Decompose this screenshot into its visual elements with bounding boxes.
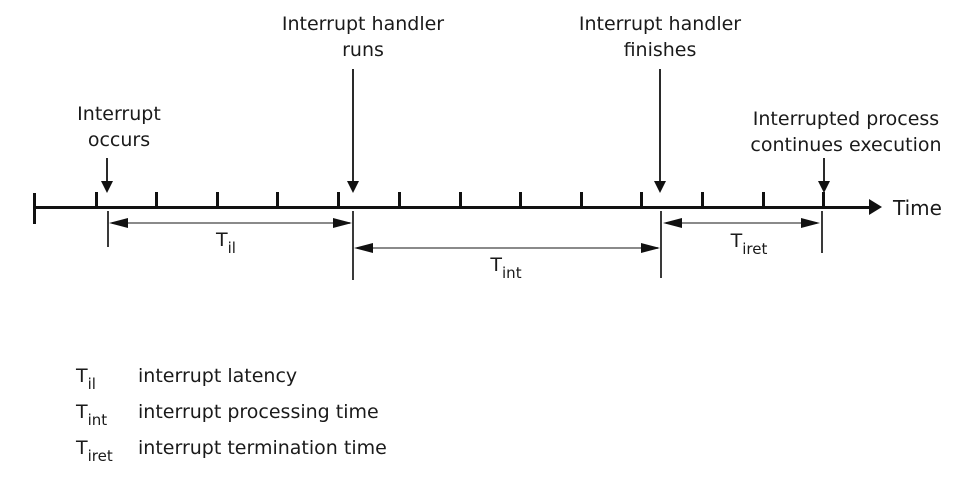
tick-mark <box>701 192 704 206</box>
tick-mark <box>519 192 522 206</box>
tick-mark <box>762 192 765 206</box>
tick-mark <box>640 192 643 206</box>
legend-row-tiret: Tiret interrupt termination time <box>76 437 387 465</box>
tick-mark <box>155 192 158 206</box>
annotation-handler-finishes: Interrupt handler finishes <box>578 13 742 61</box>
guide-line <box>107 211 109 247</box>
guide-line <box>660 211 662 278</box>
tick-mark <box>580 192 583 206</box>
legend-term: Tiret <box>76 437 113 465</box>
tick-mark <box>95 192 98 206</box>
annotation-interrupt-occurs: Interrupt occurs <box>77 103 161 151</box>
tick-mark <box>216 192 219 206</box>
tick-mark <box>337 192 340 206</box>
guide-line <box>352 211 354 280</box>
legend-row-tint: Tint interrupt processing time <box>76 401 379 429</box>
legend-description: interrupt latency <box>138 365 298 387</box>
time-axis-label: Time <box>893 196 942 220</box>
tick-mark <box>398 192 401 206</box>
span-til-label: Til <box>216 229 236 257</box>
legend-description: interrupt processing time <box>138 401 379 423</box>
tick-mark <box>822 192 825 206</box>
annotation-process-continues: Interrupted process continues execution <box>750 108 942 156</box>
legend-description: interrupt termination time <box>138 437 387 459</box>
legend-term: Tint <box>76 401 108 429</box>
time-axis <box>34 206 870 209</box>
tick-mark <box>276 192 279 206</box>
annotation-handler-runs: Interrupt handler runs <box>281 13 445 61</box>
legend-term: Til <box>76 365 96 393</box>
time-axis-arrow-icon <box>869 199 882 215</box>
tick-mark <box>459 192 462 206</box>
span-tiret-label: Tiret <box>730 230 768 258</box>
legend-row-til: Til interrupt latency <box>76 365 298 393</box>
guide-line <box>821 211 823 253</box>
span-tint-label: Tint <box>490 254 522 282</box>
